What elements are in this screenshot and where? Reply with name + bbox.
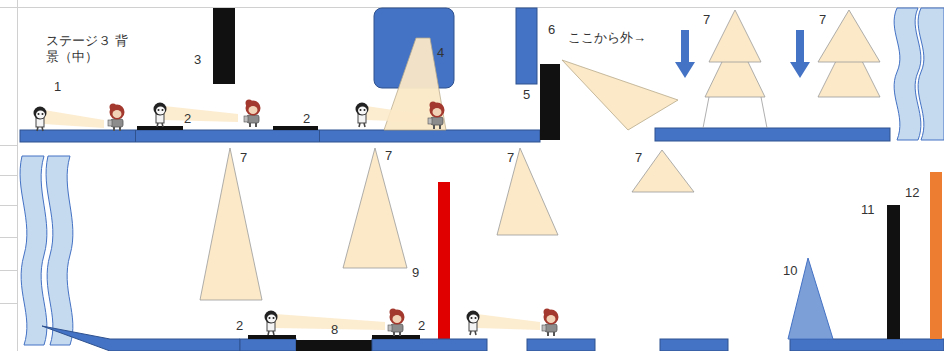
water-curtain xyxy=(46,156,73,345)
water-curtain xyxy=(918,8,944,140)
girl-character xyxy=(244,100,261,128)
callout-number: 11 xyxy=(861,202,875,218)
callout-number: 12 xyxy=(905,185,919,201)
callout-number: 1 xyxy=(54,79,61,95)
wall-block xyxy=(540,64,560,140)
callout-number: 10 xyxy=(783,263,797,279)
callout-number: 7 xyxy=(240,150,247,166)
black-pole xyxy=(887,205,900,339)
floor-platform xyxy=(655,128,890,141)
floor-platform xyxy=(20,130,540,142)
callout-number: 2 xyxy=(303,111,310,127)
callout-number: 8 xyxy=(331,322,338,338)
flashlight-beam xyxy=(275,314,385,330)
grid-line xyxy=(0,7,944,8)
step-block xyxy=(372,335,420,339)
callout-number: 3 xyxy=(194,52,201,68)
ceiling-light xyxy=(632,150,694,192)
grid-line xyxy=(0,303,17,304)
callout-number: 2 xyxy=(184,111,191,127)
skeleton-character xyxy=(265,311,278,336)
stage-title: ステージ３ 背景（中） xyxy=(46,33,130,66)
tree-light xyxy=(703,10,767,128)
dark-pit xyxy=(296,340,372,351)
callout-number: 7 xyxy=(703,12,710,28)
floor-platform xyxy=(240,339,296,351)
callout-number: 4 xyxy=(437,45,444,61)
grid-line xyxy=(0,270,17,271)
orange-pole xyxy=(930,172,942,339)
callout-number: 7 xyxy=(385,148,392,164)
floor-platform xyxy=(790,339,944,351)
water-curtain xyxy=(894,8,921,140)
ceiling-light xyxy=(200,148,262,300)
callout-number: 2 xyxy=(236,318,243,334)
girl-character xyxy=(428,102,445,130)
grid-line xyxy=(17,0,18,351)
callout-number: 7 xyxy=(819,12,826,28)
grid-line xyxy=(0,175,17,176)
callout-number: 5 xyxy=(523,87,530,103)
grid-line xyxy=(0,145,17,146)
floor-platform xyxy=(372,339,487,351)
grid-line xyxy=(0,205,17,206)
ceiling-light xyxy=(497,148,558,235)
tree-light xyxy=(818,10,880,97)
floor-platform xyxy=(527,339,595,351)
light-beam xyxy=(562,60,678,130)
ceiling-pillar xyxy=(516,8,537,84)
callout-number: 7 xyxy=(507,150,514,166)
floor-platform xyxy=(660,339,728,351)
water-curtain xyxy=(20,156,47,345)
step-block xyxy=(273,126,318,130)
callout-number: ここから外→ xyxy=(568,30,646,46)
girl-character xyxy=(388,309,405,337)
skeleton-character xyxy=(154,103,167,128)
platform-joint xyxy=(135,130,136,142)
grid-line xyxy=(0,237,17,238)
step-block xyxy=(248,335,296,339)
callout-number: 9 xyxy=(412,265,419,281)
step-block xyxy=(137,126,183,130)
red-laser xyxy=(438,182,450,340)
skeleton-character xyxy=(467,311,480,336)
platform-joint xyxy=(319,130,320,142)
girl-character xyxy=(542,309,559,337)
down-arrow xyxy=(675,30,695,78)
callout-number: 7 xyxy=(635,150,642,166)
flashlight-beam xyxy=(44,110,104,128)
callout-number: 2 xyxy=(418,318,425,334)
girl-character xyxy=(108,104,125,132)
flashlight-beam xyxy=(164,106,238,122)
skeleton-character xyxy=(34,107,47,132)
down-arrow xyxy=(790,30,810,78)
flashlight-beam xyxy=(366,106,420,122)
ceiling-pillar xyxy=(213,8,235,84)
flashlight-beam xyxy=(477,314,540,330)
callout-number: 6 xyxy=(548,22,555,38)
skeleton-character xyxy=(356,103,369,128)
ceiling-light xyxy=(343,148,407,268)
slope-platform xyxy=(42,326,240,351)
